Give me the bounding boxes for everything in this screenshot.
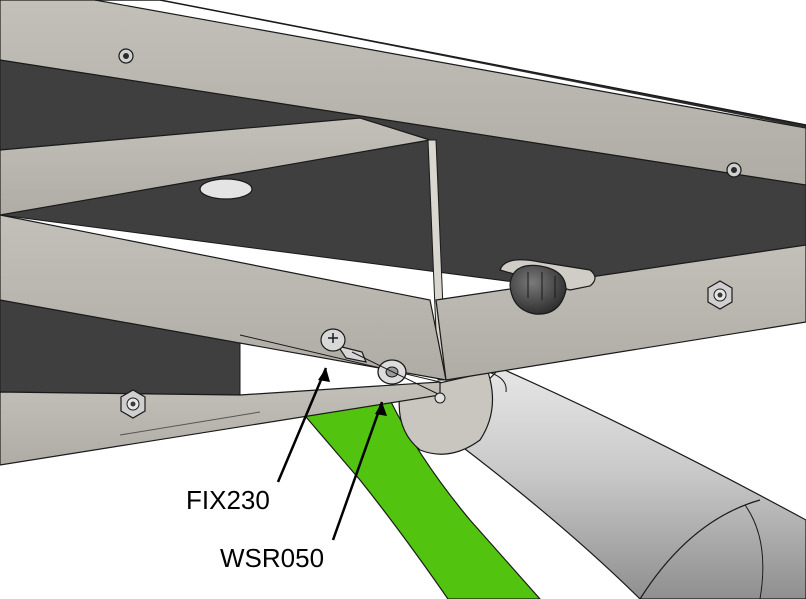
bracket-hole [434,392,446,404]
leader-line-wsr050 [331,401,387,541]
hex-nut [707,280,733,310]
callout-wsr050: WSR050 [220,543,325,573]
callout-fix230: FIX230 [186,485,270,515]
rivet [726,162,742,178]
green-leg [298,399,541,599]
leader-line-fix230 [276,367,330,483]
panel-hole [199,178,253,200]
bolt-fix230 [320,328,367,363]
table-frame [0,0,806,466]
leveling-knob [499,259,596,315]
hex-nut [120,389,146,419]
assembly-axis-line [351,351,439,395]
rivet [118,48,134,64]
